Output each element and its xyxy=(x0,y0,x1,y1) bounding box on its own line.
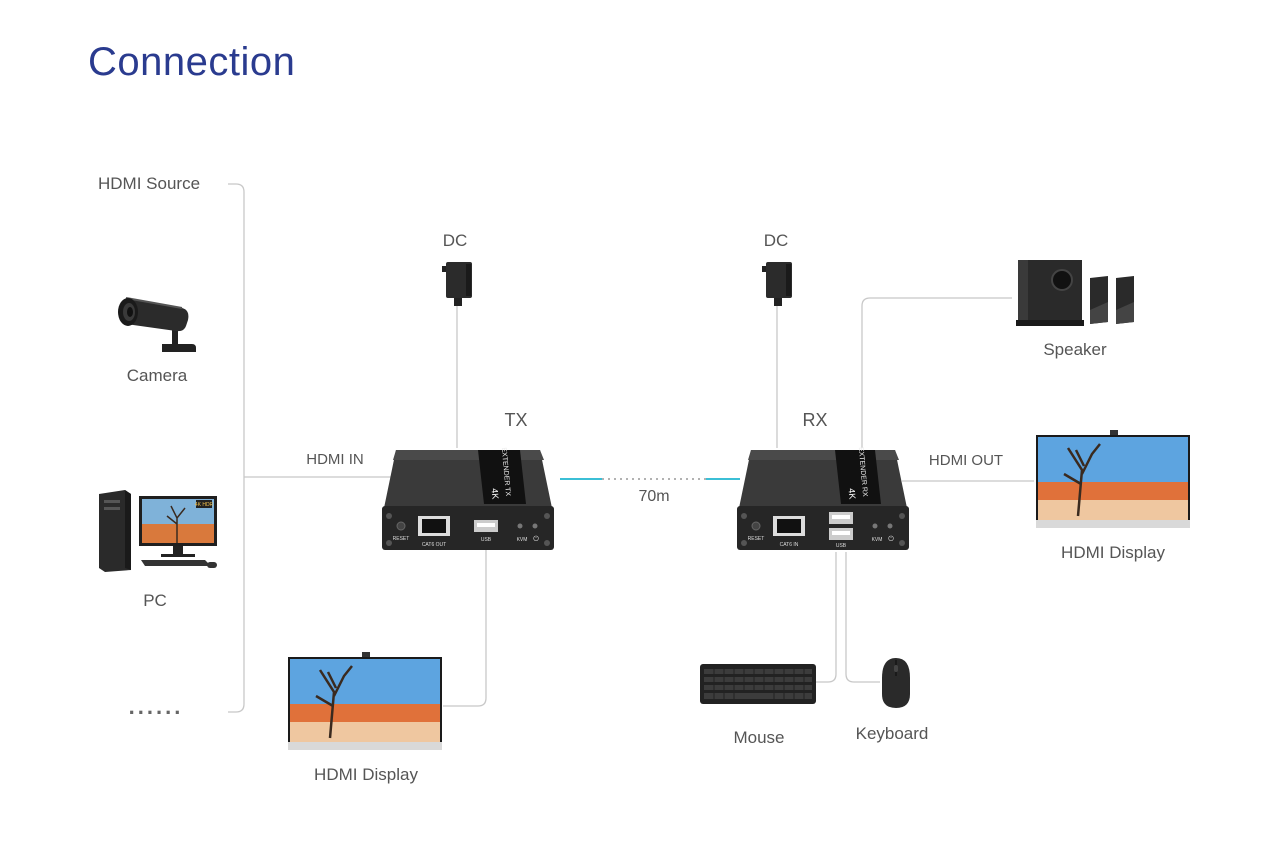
camera-icon xyxy=(118,297,196,352)
keyboard-icon xyxy=(700,664,816,704)
tx-badge: EXTENDER TX xyxy=(500,447,511,497)
hdmi-out-label: HDMI OUT xyxy=(928,452,1004,469)
tx-reset-label: RESET xyxy=(393,536,410,542)
tx-unit: EXTENDER TX 4K RESET CAT6 OUT USB KVM ⏻ xyxy=(382,447,554,550)
distance-label: 70m xyxy=(638,488,670,505)
hdmi-in-label: HDMI IN xyxy=(306,451,364,468)
rx-label: RX xyxy=(802,410,828,430)
rx-usb-label: USB xyxy=(836,543,847,549)
rx-power-icon: ⏻ xyxy=(888,535,894,543)
keyboard-label: Keyboard xyxy=(855,724,929,743)
rx-res: 4K xyxy=(847,488,858,500)
mouse-icon xyxy=(882,658,910,708)
tx-dc-label: DC xyxy=(442,231,468,250)
tx-display-wire xyxy=(443,550,487,707)
hdmi-display-bottom-icon xyxy=(288,652,442,750)
page-title: Connection xyxy=(88,40,296,84)
hdmi-display-bottom-label: HDMI Display xyxy=(314,765,418,784)
rx-cat-label: CAT6 IN xyxy=(780,542,799,548)
hdmi-display-right-icon xyxy=(1036,430,1190,528)
rx-dc-adapter-icon xyxy=(762,262,792,306)
pc-icon: 4K HDR xyxy=(99,490,217,572)
rx-kvm-label: KVM xyxy=(872,537,883,543)
mouse-label: Mouse xyxy=(733,728,785,747)
source-bracket xyxy=(228,183,245,713)
tx-label: TX xyxy=(504,410,528,430)
pc-badge: 4K HDR xyxy=(195,502,214,508)
rx-dc-label: DC xyxy=(763,231,789,250)
hdmi-display-right-label: HDMI Display xyxy=(1061,543,1165,562)
hdmi-source-label: HDMI Source xyxy=(98,174,201,193)
speaker-wire xyxy=(861,297,1012,448)
speaker-label: Speaker xyxy=(1043,340,1107,359)
speaker-icon xyxy=(1016,260,1134,326)
rx-mouse-wire xyxy=(845,552,880,683)
tx-dc-adapter-icon xyxy=(442,262,472,306)
tx-kvm-label: KVM xyxy=(517,537,528,543)
camera-label: Camera xyxy=(126,366,188,385)
more-sources-label: ...... xyxy=(128,694,184,719)
rx-keyboard-wire xyxy=(816,552,837,683)
rx-reset-label: RESET xyxy=(748,536,765,542)
tx-power-icon: ⏻ xyxy=(533,535,539,543)
pc-label: PC xyxy=(143,591,167,610)
rx-unit: EXTENDER RX 4K RESET CAT6 IN USB KVM ⏻ xyxy=(737,447,909,550)
tx-usb-label: USB xyxy=(481,537,492,543)
tx-res: 4K xyxy=(490,488,501,500)
rx-badge: EXTENDER RX xyxy=(857,447,868,498)
tx-cat-label: CAT6 OUT xyxy=(422,542,446,548)
